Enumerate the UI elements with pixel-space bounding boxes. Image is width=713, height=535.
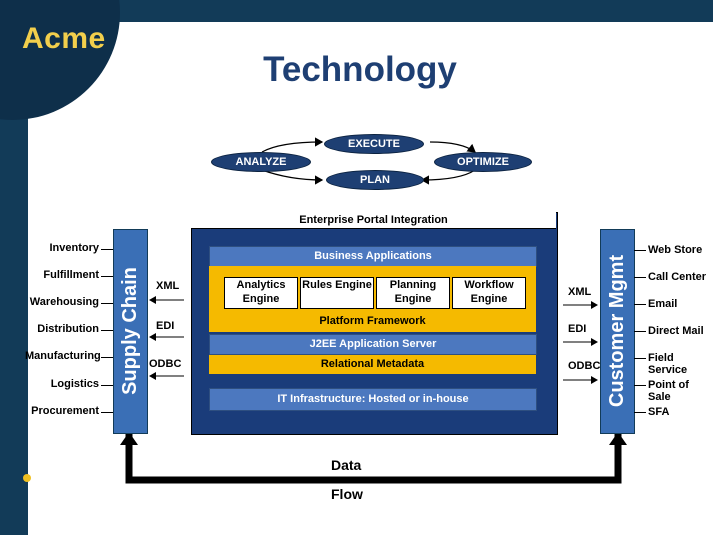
protocol-right-edi: EDI (568, 323, 587, 335)
customer-tick (634, 277, 646, 278)
metadata-bar: Relational Metadata (209, 355, 536, 374)
supply-item: Warehousing (29, 296, 99, 308)
engine-analytics: Analytics Engine (224, 277, 298, 309)
supply-tick (101, 385, 113, 386)
protocol-right-odbc: ODBC (568, 360, 601, 372)
engine-workflow: Workflow Engine (452, 277, 526, 309)
cycle-optimize: OPTIMIZE (434, 152, 532, 172)
customer-item: Email (648, 298, 678, 310)
engine-planning: Planning Engine (376, 277, 450, 309)
supply-tick (101, 357, 113, 358)
page-title: Technology (263, 50, 457, 89)
background-strip-top (0, 0, 713, 22)
supply-tick (101, 330, 113, 331)
logo: Acme (22, 22, 106, 55)
supply-item: Distribution (37, 323, 99, 335)
customer-tick (634, 331, 646, 332)
j2ee-bar: J2EE Application Server (209, 334, 537, 355)
data-flow-label-data: Data (331, 457, 362, 473)
customer-tick (634, 412, 646, 413)
data-flow-label-flow: Flow (331, 486, 363, 502)
supply-tick (101, 412, 113, 413)
protocol-left-odbc: ODBC (149, 358, 182, 370)
supply-tick (101, 249, 113, 250)
protocol-right-xml: XML (568, 286, 592, 298)
infrastructure-bar: IT Infrastructure: Hosted or in-house (209, 388, 537, 411)
business-applications-bar: Business Applications (209, 246, 537, 267)
cycle-analyze: ANALYZE (211, 152, 311, 172)
supply-item: Fulfillment (43, 269, 99, 281)
customer-item: Direct Mail (648, 325, 704, 337)
cycle-plan: PLAN (326, 170, 424, 190)
supply-tick (101, 303, 113, 304)
cycle-execute: EXECUTE (324, 134, 424, 154)
supply-chain-label: Supply Chain (119, 267, 141, 395)
customer-item: Point of Sale (648, 379, 689, 403)
supply-chain-box (113, 229, 148, 434)
supply-item: Manufacturing (25, 350, 101, 362)
customer-tick (634, 358, 646, 359)
supply-tick (101, 276, 113, 277)
customer-tick (634, 250, 646, 251)
customer-item: SFA (648, 406, 670, 418)
customer-item: Field Service (648, 352, 688, 376)
customer-item: Web Store (648, 244, 703, 256)
customer-mgmt-label: Customer Mgmt (606, 254, 628, 408)
protocol-left-edi: EDI (156, 320, 175, 332)
bullet-dot (23, 474, 31, 482)
portal-bar: Enterprise Portal Integration (191, 212, 556, 229)
engine-rules: Rules Engine (300, 277, 374, 309)
customer-tick (634, 304, 646, 305)
platform-framework-label: Platform Framework (319, 315, 426, 327)
protocol-left-xml: XML (156, 280, 180, 292)
supply-item: Inventory (49, 242, 99, 254)
supply-item: Procurement (31, 405, 99, 417)
supply-item: Logistics (50, 378, 99, 390)
customer-item: Call Center (648, 271, 707, 283)
customer-tick (634, 385, 646, 386)
